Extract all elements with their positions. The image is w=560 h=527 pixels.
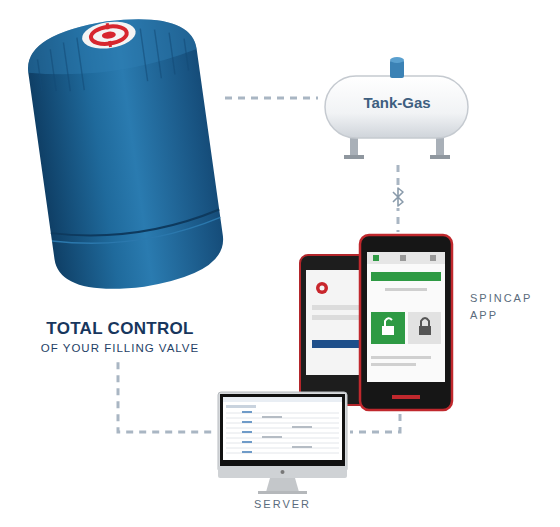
cap-body bbox=[23, 9, 229, 298]
spincap-cap-node: TOTAL CONTROL OF YOUR FILLING VALVE bbox=[15, 0, 225, 356]
server-node: SERVER bbox=[215, 392, 350, 513]
tank-foot bbox=[344, 155, 364, 159]
phones bbox=[300, 235, 452, 410]
tank-valve bbox=[390, 57, 404, 63]
dashed-connector bbox=[350, 414, 400, 432]
dashed-connector bbox=[225, 97, 318, 100]
app-label: SPINCAP APP bbox=[470, 290, 540, 323]
unlock-button bbox=[371, 312, 405, 344]
heading-text: TOTAL CONTROL bbox=[15, 318, 225, 339]
phone-screen bbox=[367, 252, 445, 382]
monitor-stand bbox=[266, 478, 299, 492]
cap-logo bbox=[80, 18, 137, 51]
lock-button bbox=[408, 312, 441, 344]
gas-tank bbox=[325, 57, 468, 159]
tank-body bbox=[325, 76, 468, 138]
phone-front bbox=[360, 235, 452, 410]
cap-band bbox=[52, 217, 222, 252]
gas-tank-node: Tank-Gas bbox=[318, 55, 476, 165]
server-label: SERVER bbox=[215, 496, 350, 513]
spincap-cap bbox=[23, 9, 229, 298]
tank-label: Tank-Gas bbox=[363, 94, 430, 112]
monitor-screen bbox=[223, 397, 342, 460]
bluetooth-symbol bbox=[390, 186, 406, 208]
subheading-text: OF YOUR FILLING VALVE bbox=[15, 341, 225, 356]
tank-foot bbox=[430, 155, 450, 159]
monitor-frame bbox=[218, 392, 347, 472]
cap-dome bbox=[23, 9, 198, 82]
server-computer bbox=[218, 392, 347, 494]
dashed-connector bbox=[118, 362, 215, 432]
cap-ribs bbox=[35, 23, 189, 96]
app-node: SPINCAP APP bbox=[298, 232, 540, 412]
